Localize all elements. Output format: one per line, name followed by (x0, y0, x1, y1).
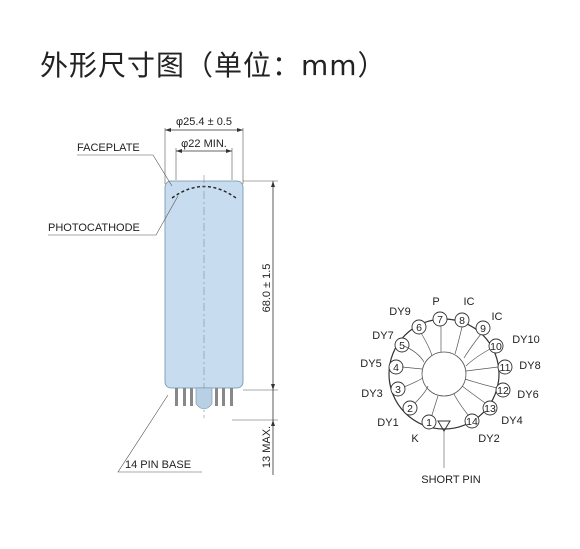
arrow-up (271, 181, 275, 187)
short-pin-marker (437, 420, 451, 432)
arrow-right (237, 128, 243, 132)
pin-circle (432, 311, 448, 327)
base-pin-14: 14 DY2 (464, 413, 500, 445)
dim-outer-diameter-text: φ25.4 ± 0.5 (176, 116, 232, 128)
pin-label: P (432, 296, 439, 308)
base-pin-13: 13 DY4 (482, 400, 523, 427)
label-base: 14 PIN BASE (125, 459, 191, 471)
base-pin-1: 1 DY1 (377, 414, 437, 430)
pin-label: DY7 (372, 330, 393, 342)
pin-circle (394, 337, 410, 353)
pin-label: DY8 (519, 360, 540, 372)
pin-number: 3 (395, 384, 401, 396)
short-pin-label: SHORT PIN (421, 474, 481, 486)
base-inner-circle (421, 351, 467, 397)
base-pin-8: 8 IC (454, 296, 475, 328)
pin-circle (411, 319, 427, 335)
pin-circle (495, 382, 511, 398)
pin-number: 6 (416, 322, 422, 334)
arrow-down (271, 384, 275, 390)
pin-label: DY5 (360, 358, 381, 370)
arrow-right (226, 149, 232, 153)
pin-number: 9 (480, 323, 486, 335)
extra-label-k: K (411, 433, 419, 445)
pin-number: 11 (500, 362, 511, 374)
pin-number: 1 (426, 417, 432, 429)
pin-label: DY4 (501, 415, 522, 427)
pin-label: IC (464, 296, 475, 308)
base-pin-2: 2 K (402, 400, 419, 445)
dim-base-height-text: 13 MAX. (261, 426, 273, 468)
pin-label: DY3 (361, 388, 382, 400)
internal-traces (401, 326, 499, 416)
pin-number: 10 (490, 341, 502, 353)
base-pin (175, 388, 178, 406)
pin-number: 5 (399, 340, 405, 352)
base-pin-6: 6 DY9 (389, 306, 427, 335)
dim-cathode-diameter-text: φ22 MIN. (181, 138, 227, 150)
base-pin-5: 5 DY7 (372, 330, 410, 353)
base-pin (222, 388, 225, 406)
pin-number: 14 (466, 416, 478, 428)
pin-label: DY2 (478, 433, 499, 445)
pin-number: 13 (484, 403, 496, 415)
base-pin-9: 9 IC (475, 311, 503, 336)
base-pin-12: 12 DY6 (495, 382, 539, 401)
arrow-up (271, 420, 275, 426)
leader-faceplate (77, 154, 173, 187)
pin-number: 7 (437, 314, 443, 326)
pin-number: 12 (497, 385, 509, 397)
pin-label: DY1 (377, 417, 398, 429)
pin-circle (402, 400, 418, 416)
base-pin (183, 388, 186, 406)
pin-circle (421, 414, 437, 430)
tube-side-view: φ25.4 ± 0.5 φ22 MIN. 68.0 ± 1.5 1 (48, 116, 278, 475)
pin-circle (482, 400, 498, 416)
label-faceplate: FACEPLATE (77, 142, 140, 154)
pin-label: DY10 (512, 334, 540, 346)
base-pin-diagram: SHORT PIN 1 DY1 2 K 3 DY3 4 DY5 5 (360, 296, 540, 486)
pin-number: 8 (459, 315, 465, 327)
base-pin (190, 388, 193, 406)
base-pin-4: 4 DY5 (360, 358, 404, 375)
pin-number: 2 (407, 403, 413, 415)
leader-base (117, 394, 202, 473)
pin-circle (488, 338, 504, 354)
page-title: 外形尺寸图（单位：mm） (40, 49, 387, 82)
label-photocathode: PHOTOCATHODE (48, 222, 140, 234)
pin-label: IC (492, 311, 503, 323)
arrow-left (176, 149, 182, 153)
base-pin-7: 7 P (432, 296, 448, 327)
arrow-left (165, 128, 171, 132)
pin-label: DY6 (517, 389, 538, 401)
base-pin (230, 388, 233, 406)
pin-circle (390, 381, 406, 397)
base-pin-10: 10 DY10 (488, 334, 540, 354)
pin-label: DY9 (389, 306, 410, 318)
base-pin-11: 11 DY8 (497, 359, 541, 375)
pin-circle (464, 413, 480, 429)
pin-circle (475, 320, 491, 336)
leader-photocathode (48, 195, 179, 236)
exhaust-tip (195, 387, 213, 410)
base-pin (215, 388, 218, 406)
dim-length-text: 68.0 ± 1.5 (261, 264, 273, 313)
base-pin-3: 3 DY3 (361, 381, 406, 400)
pin-number: 4 (393, 362, 399, 374)
